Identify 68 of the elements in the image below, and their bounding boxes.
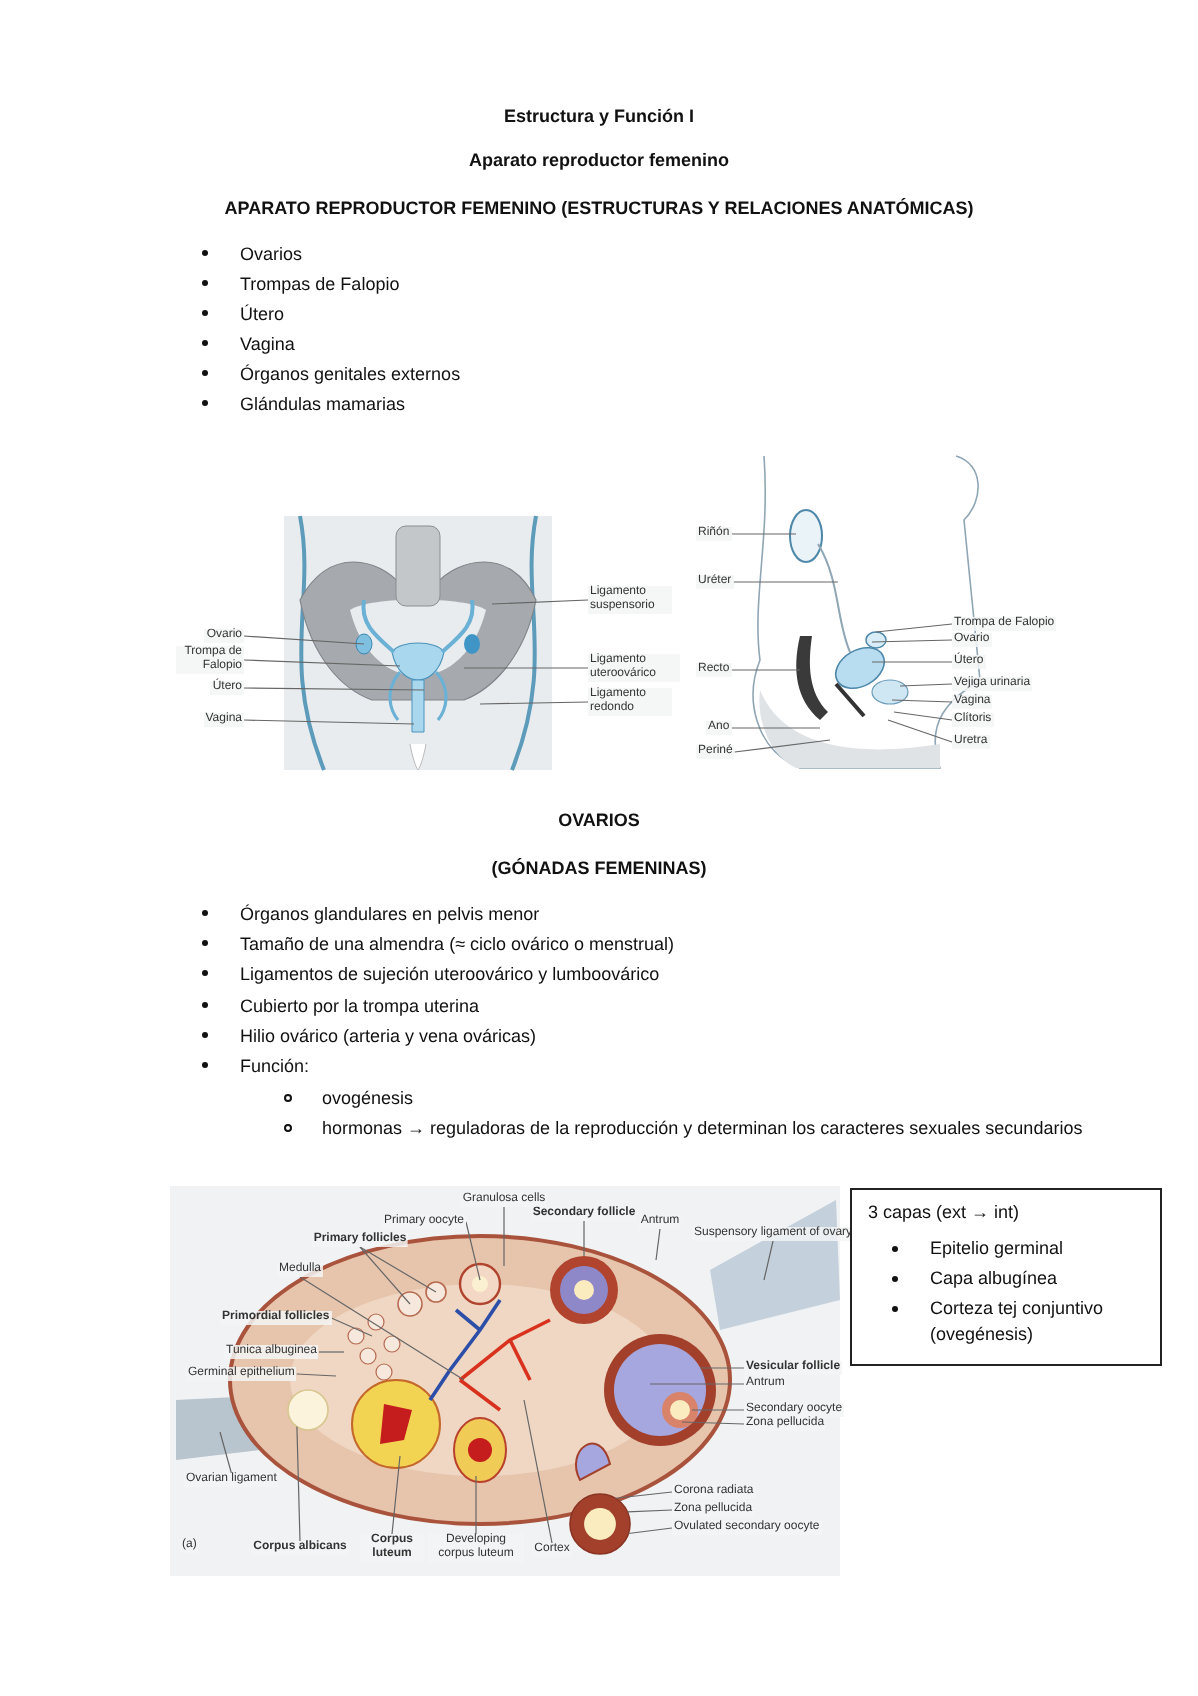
bullet-item: Función:	[240, 1054, 310, 1080]
leader-line	[763, 1240, 774, 1281]
ovulated-oocyte-shape	[569, 1493, 631, 1555]
leader-line	[875, 623, 953, 633]
bullet-item: Tamaño de una almendra (≈ ciclo ovárico o menstrual)	[240, 932, 675, 958]
leader-line	[732, 581, 839, 583]
bullet-item: Ligamentos de sujeción uteroovárico y lumboovárico	[240, 962, 660, 988]
leader-line	[243, 659, 401, 667]
leader-line	[655, 1228, 661, 1261]
bullet-item: Epitelio germinal	[930, 1236, 1064, 1262]
leader-line	[627, 1527, 673, 1535]
leader-line	[391, 1455, 401, 1535]
bullet-item: Glándulas mamarias	[240, 392, 406, 418]
bullet-item: Órganos genitales externos	[240, 362, 461, 388]
leader-line	[318, 1351, 345, 1353]
leader-line	[583, 1220, 585, 1257]
leader-line	[730, 727, 821, 729]
section-heading: (GÓNADAS FEMENINAS)	[489, 858, 709, 878]
leader-line	[299, 1276, 465, 1381]
bullet-item: Hilio ovárico (arteria y vena ováricas)	[240, 1024, 537, 1050]
leader-line	[893, 711, 953, 721]
bullet-item: Órganos glandulares en pelvis menor	[240, 902, 540, 928]
leader-line	[503, 1206, 505, 1267]
leader-line	[649, 1383, 745, 1385]
leader-line	[465, 1221, 481, 1281]
bullet-item: Útero	[240, 302, 285, 328]
leader-line	[523, 1399, 553, 1544]
leader-line	[626, 1509, 673, 1513]
leader-line	[887, 719, 953, 743]
leader-line	[359, 1246, 437, 1293]
leader-line	[475, 1475, 477, 1535]
leader-line	[463, 667, 589, 669]
leader-line	[681, 1421, 745, 1425]
section-heading: OVARIOS	[556, 810, 642, 830]
box-heading: 3 capas (ext → int)	[868, 1202, 1022, 1222]
bullet-item: Corteza tej conjuntivo (ovegénesis)	[930, 1296, 1106, 1348]
leader-line	[899, 683, 953, 687]
leader-line	[891, 699, 953, 703]
sub-bullet-item: hormonas → reguladoras de la reproducción y determinan los caracteres sexuales secundarios	[322, 1116, 1083, 1142]
leader-line	[614, 1491, 673, 1499]
leader-line	[871, 639, 953, 643]
leader-line	[296, 1426, 301, 1542]
leader-line	[734, 739, 831, 753]
section-heading: Aparato reproductor femenino	[466, 150, 731, 170]
corpus-albicans-shape	[287, 1389, 329, 1431]
leader-line	[730, 533, 797, 535]
bullet-item: Cubierto por la trompa uterina	[240, 994, 480, 1020]
leader-line	[219, 1431, 232, 1474]
leader-line	[296, 1373, 337, 1377]
leader-line	[243, 635, 365, 645]
leader-line	[330, 1317, 373, 1337]
bullet-item: Trompas de Falopio	[240, 272, 400, 298]
leader-line	[871, 661, 953, 663]
leader-line	[730, 669, 801, 671]
leader-line	[479, 701, 589, 705]
leader-line	[491, 599, 589, 605]
info-box	[850, 1188, 1162, 1366]
section-heading: APARATO REPRODUCTOR FEMENINO (ESTRUCTURAS Y RELACIONES ANATÓMICAS)	[222, 198, 976, 218]
leader-line	[243, 687, 425, 691]
leader-line	[359, 1246, 411, 1305]
bullet-item: Capa albugínea	[930, 1266, 1058, 1292]
leader-line	[243, 719, 415, 725]
leader-line	[691, 1409, 745, 1411]
page-title: Estructura y Función I	[501, 106, 696, 126]
bullet-item: Ovarios	[240, 242, 303, 268]
sub-bullet-item: ovogénesis	[322, 1086, 414, 1112]
bullet-item: Vagina	[240, 332, 295, 358]
leader-line	[699, 1367, 745, 1369]
